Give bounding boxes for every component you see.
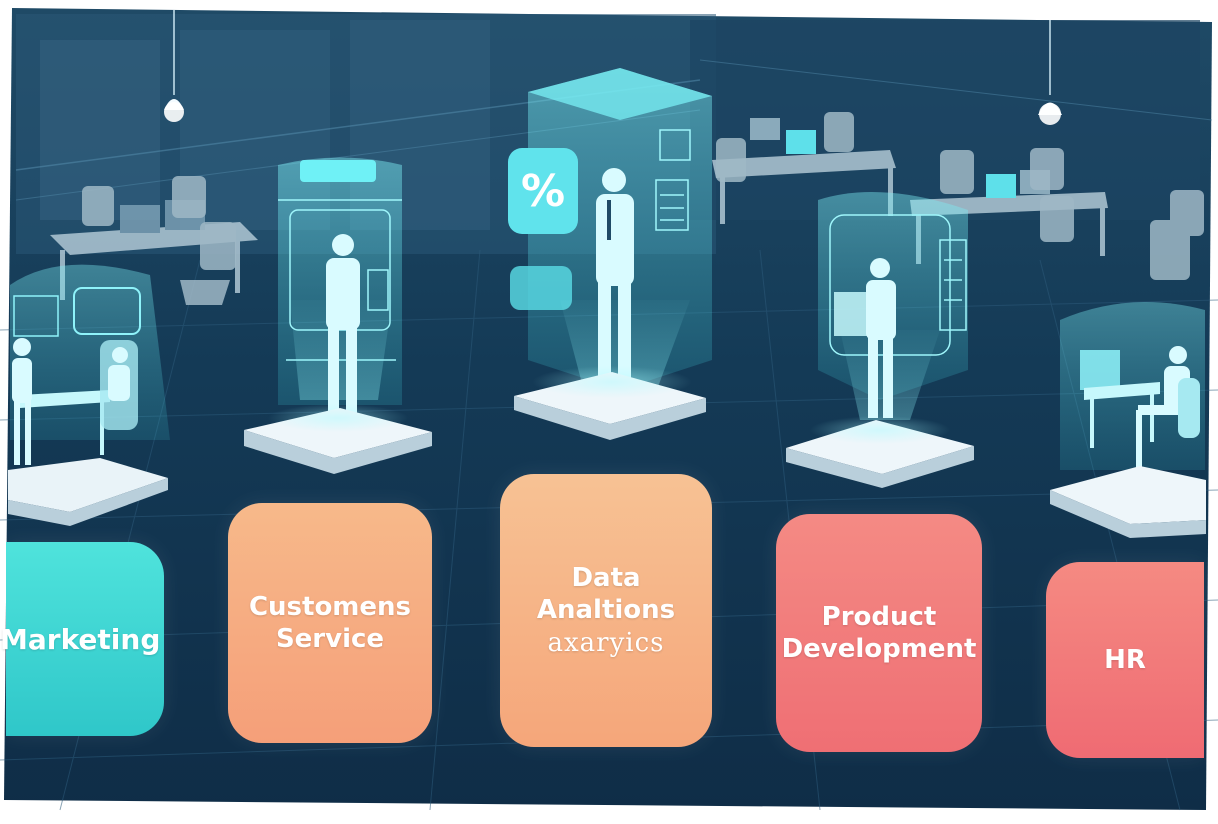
- department-label: HR: [1104, 644, 1146, 675]
- department-label-line-1: Data: [571, 562, 641, 593]
- department-card-data-analytics[interactable]: Data Analtions axaryics: [500, 474, 712, 747]
- ceiling-lamp-icon: [1038, 20, 1062, 125]
- department-card-customer-service[interactable]: Customens Service: [228, 503, 432, 743]
- hologram-product-development: [786, 192, 974, 488]
- percent-icon: [508, 148, 578, 234]
- person-silhouette-icon: [866, 258, 896, 418]
- department-label-line-3: axaryics: [547, 627, 665, 658]
- department-label-line-1: Customens: [248, 591, 412, 622]
- department-label: Marketing: [0, 622, 161, 656]
- percent-badge-text: %: [521, 166, 565, 217]
- chair-icon: [82, 176, 236, 305]
- person-silhouette-icon: [596, 168, 634, 388]
- department-label-line-2: Service: [275, 624, 385, 654]
- platform: [8, 458, 168, 512]
- ceiling-lamp-icon: [164, 10, 184, 122]
- department-label-line-2: Development: [781, 634, 977, 664]
- hologram-hr: [1050, 302, 1206, 538]
- hologram-marketing: [8, 264, 170, 526]
- person-silhouette-icon: [326, 234, 360, 417]
- department-card-marketing[interactable]: Marketing: [0, 542, 164, 736]
- department-label-line-2: Analtions: [536, 595, 676, 626]
- department-card-product-development[interactable]: Product Development: [776, 514, 982, 752]
- monitor-icon: [750, 118, 1050, 198]
- person-silhouette-icon: [12, 338, 130, 465]
- person-silhouette-icon: [1136, 346, 1200, 470]
- department-card-hr[interactable]: HR: [1046, 562, 1204, 758]
- platform: [1050, 466, 1206, 524]
- chair-icon: [716, 112, 1204, 280]
- department-label-line-1: Product: [821, 601, 937, 632]
